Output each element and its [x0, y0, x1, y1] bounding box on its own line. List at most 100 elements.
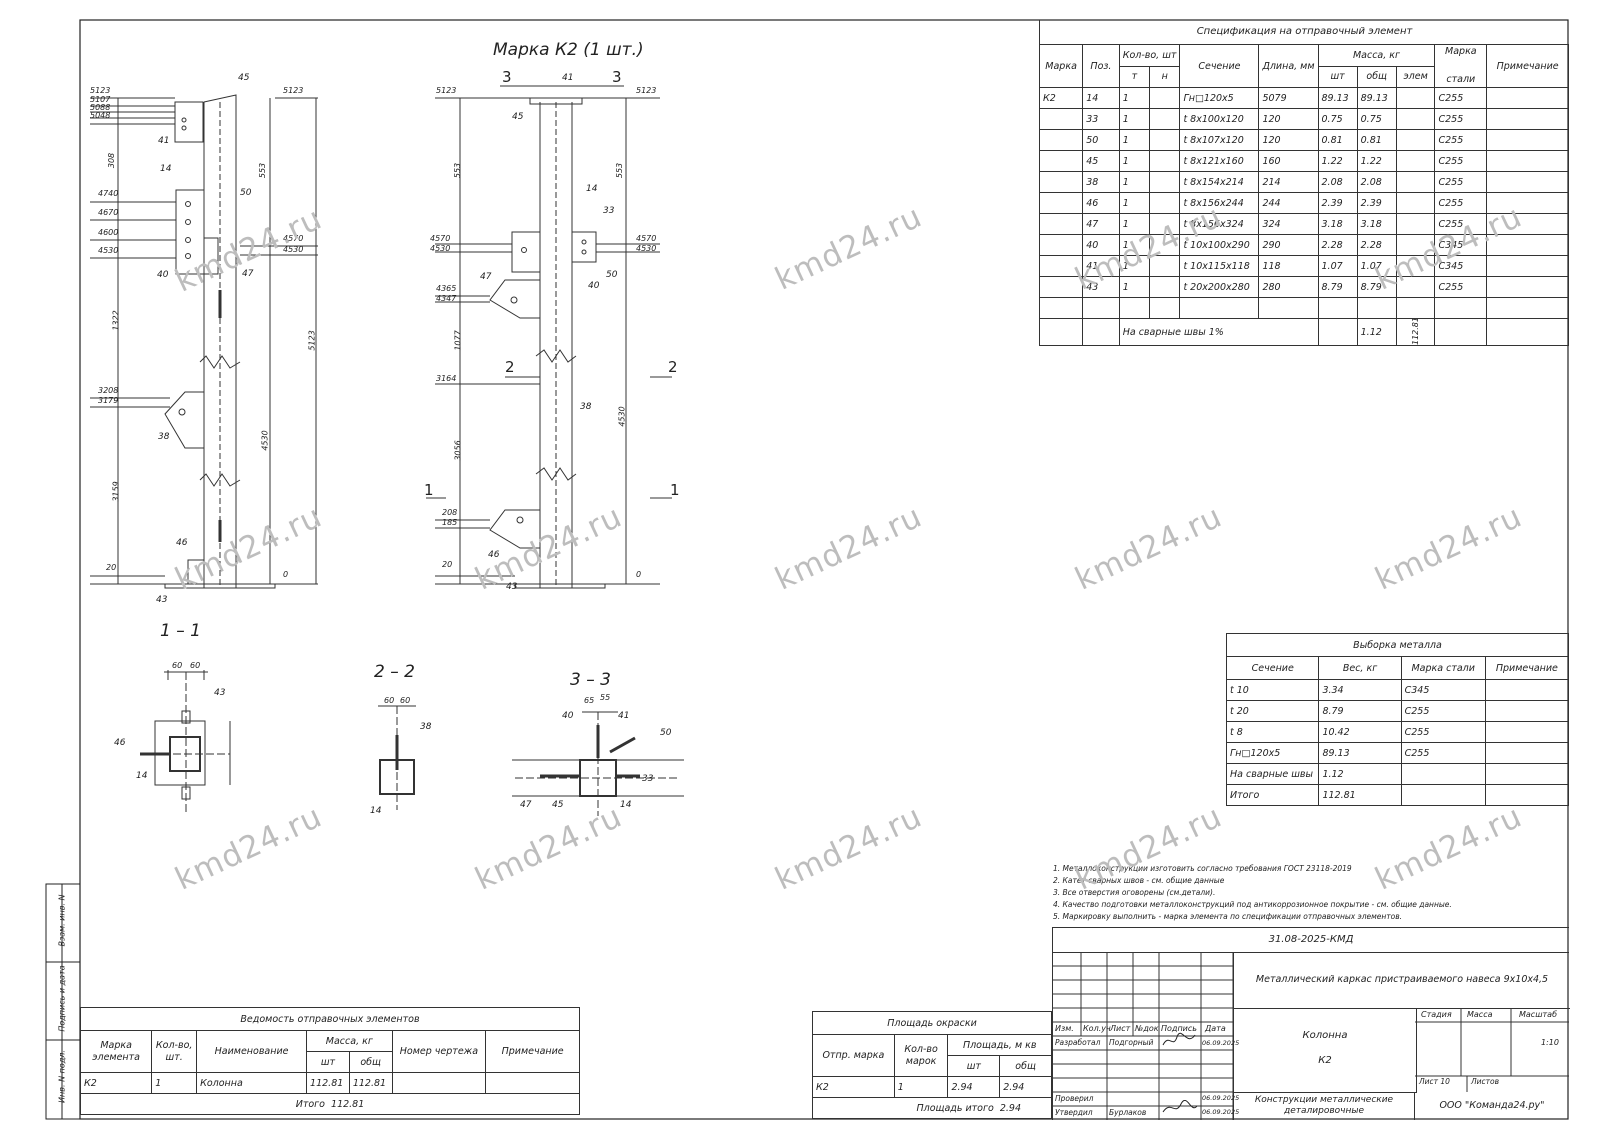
metal-cell: С345 — [1400, 679, 1486, 701]
note-item: 3. Все отверстия оговорены (см.детали). — [1053, 888, 1216, 897]
dim-label: 5123 — [307, 330, 317, 351]
stamp-person: Подгорный — [1109, 1038, 1154, 1047]
spec-cell — [1486, 87, 1569, 109]
section-1-1 — [140, 670, 231, 815]
section-marker-2-left: 2 — [505, 358, 515, 376]
dim-label: 4530 — [617, 406, 627, 427]
spec-cell: 120 — [1258, 129, 1319, 151]
position-label: 50 — [240, 188, 252, 198]
spec-caption: Спецификация на отправочный элемент — [1196, 26, 1413, 37]
metal-cell: 10.42 — [1318, 721, 1402, 743]
note-item: 1. Металлоконструкции изготовить согласн… — [1053, 864, 1352, 873]
spec-cell: С255 — [1434, 192, 1488, 214]
side-stamp-label: Подпись и дата — [57, 965, 67, 1032]
metal-cell: t 10 — [1225, 679, 1320, 701]
metal-h-0: Сечение — [1225, 656, 1320, 680]
elev-label: 4530 — [283, 245, 304, 254]
elev-label: 0 — [283, 570, 289, 579]
position-label: 45 — [238, 73, 250, 83]
ved-h-prim: Примечание — [485, 1030, 580, 1073]
position-label: 14 — [370, 806, 382, 816]
dim-label: 3159 — [111, 481, 121, 502]
elev-label: 5123 — [436, 86, 457, 95]
spec-h-sht: шт — [1317, 65, 1358, 88]
metal-table: Выборка металла Сечение Вес, кг Марка ст… — [1225, 633, 1570, 806]
paint-cell: К2 — [812, 1076, 895, 1098]
ved-h-massa: Масса, кг — [306, 1030, 393, 1052]
spec-cell: 33 — [1082, 108, 1120, 130]
dim-label: 553 — [258, 162, 268, 179]
signature-2 — [1162, 1100, 1198, 1113]
position-label: 46 — [176, 538, 188, 548]
position-label: 40 — [562, 711, 574, 721]
section-marker-1-left: 1 — [424, 481, 434, 499]
ved-h-name: Наименование — [196, 1030, 308, 1073]
spec-cell — [1082, 297, 1120, 319]
side-stamp-label: Взам. инв. N — [57, 894, 67, 947]
spec-cell: 0.81 — [1356, 129, 1397, 151]
vedomost-caption: Ведомость отправочных элементов — [80, 1007, 580, 1031]
spec-cell: Гн□120x5 — [1179, 87, 1260, 109]
elev-label: 3164 — [436, 374, 457, 383]
spec-cell: 290 — [1258, 234, 1319, 256]
dim-label: 1077 — [453, 330, 463, 351]
spec-h-obsh: общ — [1356, 65, 1397, 88]
spec-h-poz: Поз. — [1082, 44, 1120, 88]
spec-caption-box: Спецификация на отправочный элемент — [1039, 20, 1569, 45]
spec-table: Марка Поз. Кол-во, шт Сечение Длина, мм … — [1038, 44, 1569, 346]
elev-label: 4600 — [98, 228, 119, 237]
metal-h-2: Марка стали — [1400, 656, 1486, 680]
stamp-role: Проверил — [1055, 1094, 1094, 1103]
position-label: 14 — [586, 184, 598, 194]
spec-cell: 2.08 — [1317, 171, 1358, 193]
metal-cell: На сварные швы — [1225, 763, 1320, 785]
spec-cell: С255 — [1434, 87, 1488, 109]
spec-cell: С255 — [1434, 276, 1488, 298]
metal-cell — [1484, 679, 1570, 701]
position-label: 43 — [214, 688, 226, 698]
drawing-title: Марка К2 (1 шт.) — [493, 40, 644, 60]
spec-cell — [1082, 318, 1120, 346]
side-stamp — [45, 883, 81, 1120]
position-label: 38 — [580, 402, 592, 412]
spec-cell: 120 — [1258, 108, 1319, 130]
ved-cell: 1 — [151, 1072, 198, 1094]
spec-cell: 2.39 — [1356, 192, 1397, 214]
elevation-view-1 — [90, 94, 318, 589]
spec-cell — [1434, 297, 1488, 319]
dim-label: 55 — [600, 693, 611, 702]
position-label: 47 — [520, 800, 532, 810]
metal-cell — [1400, 784, 1486, 806]
spec-cell — [1258, 297, 1319, 319]
paint-h-area: Площадь, м кв — [947, 1034, 1052, 1056]
ved-h-kol: Кол-во, шт. — [151, 1030, 198, 1073]
spec-cell: С255 — [1434, 108, 1488, 130]
metal-cell: 89.13 — [1318, 742, 1402, 764]
elev-label: 20 — [106, 563, 117, 572]
spec-h-sechenie: Сечение — [1179, 44, 1260, 88]
spec-cell — [1486, 276, 1569, 298]
stamp-person: Бурлаков — [1109, 1108, 1147, 1117]
metal-cell: С255 — [1400, 700, 1486, 722]
spec-cell — [1486, 255, 1569, 277]
spec-h-t: т — [1118, 65, 1151, 88]
stamp-col: Дата — [1205, 1024, 1226, 1033]
spec-cell: 50 — [1082, 129, 1120, 151]
spec-cell — [1395, 171, 1436, 193]
metal-cell: С255 — [1400, 721, 1486, 743]
spec-cell: 1 — [1118, 108, 1151, 130]
spec-cell — [1038, 108, 1084, 130]
spec-h-n: н — [1149, 65, 1181, 88]
spec-cell — [1395, 297, 1436, 319]
scale-value: 1:10 — [1541, 1038, 1559, 1047]
position-label: 47 — [242, 269, 254, 279]
dim-label: 60 — [190, 661, 201, 670]
stamp-col: Подпись — [1161, 1024, 1197, 1033]
dim-label: 65 — [584, 696, 595, 705]
